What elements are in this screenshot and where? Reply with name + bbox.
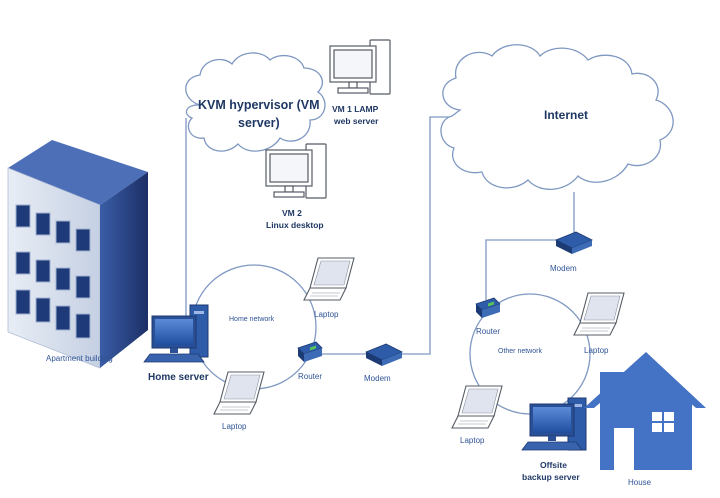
vm2-label-line1: VM 2 [282,208,302,218]
laptop-label-other-left: Laptop [460,436,485,445]
kvm-cloud-icon [185,52,326,152]
kvm-hypervisor-label-line1: KVM hypervisor (VM [198,98,320,112]
laptop-label-home-top: Laptop [314,310,339,319]
laptop-icon-home-bottom [213,371,265,415]
laptop-label-other-right: Laptop [584,346,609,355]
home-router-icon [297,341,323,362]
home-modem-icon [365,343,403,366]
laptop-icon-other-left [451,385,503,429]
router-label-other: Router [476,327,501,336]
home-network-label: Home network [229,316,275,323]
laptop-icon-other-right [573,292,625,336]
line-modem-to-other-router [485,239,560,300]
home-server-label: Home server [148,372,209,383]
home-server-desktop-icon [143,304,209,363]
line-modem-to-internet [400,116,450,355]
other-router-icon [475,297,501,318]
internet-label: Internet [544,108,589,122]
connection-lines [185,116,575,355]
vm2-label-line2: Linux desktop [266,220,324,230]
vm1-computer-icon [329,39,391,95]
house-label: House [628,478,652,487]
apartment-building-icon [7,140,148,369]
offsite-backup-server-label-line2: backup server [522,472,580,482]
internet-modem-icon [555,231,593,254]
kvm-hypervisor-label-line2: server) [238,116,280,130]
other-network-label: Other network [498,348,542,355]
house-icon [584,352,706,470]
vm1-label-line1: VM 1 LAMP [332,104,379,114]
apartment-building-label: Apartment building [46,354,113,363]
home-network-circle [191,264,317,390]
router-label-home: Router [298,372,323,381]
offsite-backup-server-label-line1: Offsite [540,460,567,470]
laptop-icon-home-top [303,257,355,301]
vm2-computer-icon [265,143,327,199]
vm1-label-line2: web server [334,116,379,126]
internet-cloud-icon [440,44,674,191]
laptop-label-home-bottom: Laptop [222,422,247,431]
offsite-backup-server-desktop-icon [521,397,587,451]
modem-label-internet: Modem [550,264,577,273]
modem-label-home: Modem [364,374,391,383]
